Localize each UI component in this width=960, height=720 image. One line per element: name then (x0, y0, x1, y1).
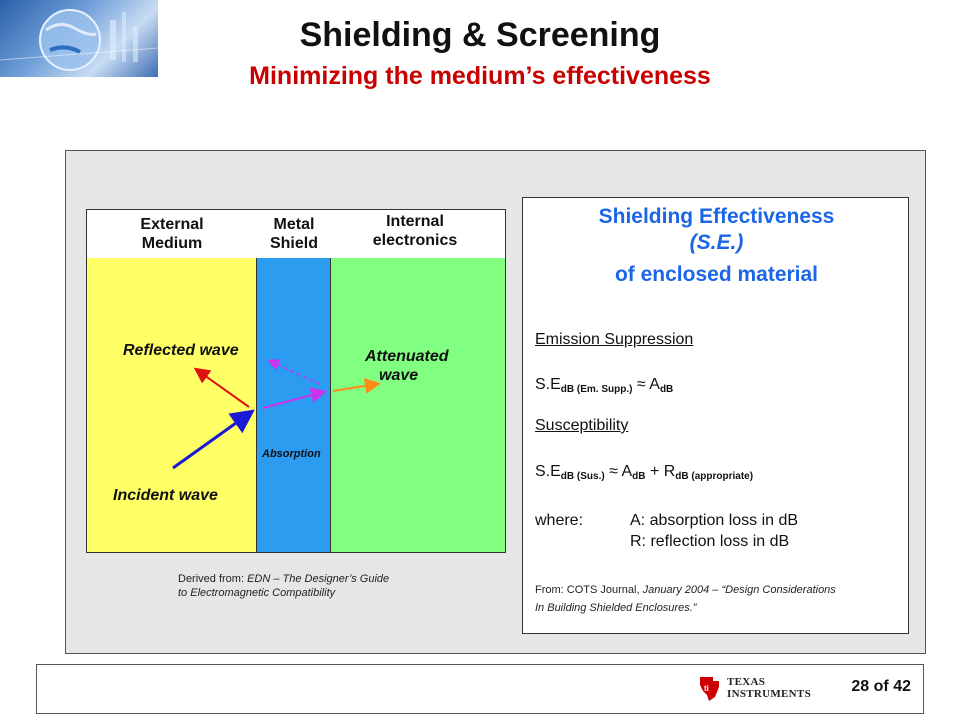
source-citation: From: COTS Journal, January 2004 – “Desi… (535, 581, 905, 617)
wave-arrows (172, 359, 381, 470)
external-label-line2: Medium (141, 235, 203, 252)
external-medium-zone (87, 258, 257, 552)
globe-graphic (0, 9, 158, 71)
emission-a-sub: dB (659, 384, 674, 395)
ti-logo-icon: ti (700, 677, 719, 701)
slide-subtitle: Minimizing the medium’s effectiveness (249, 62, 711, 90)
absorption-label: Absorption (262, 448, 321, 460)
internal-label-line2: electronics (372, 232, 458, 249)
ti-wordmark-line2: INSTRUMENTS (727, 688, 811, 700)
where-label: where: (535, 512, 584, 529)
reflected-wave-label: Reflected wave (123, 342, 239, 359)
internal-electronics-zone (331, 258, 505, 552)
attenuated-wave-arrow (332, 377, 381, 394)
page-number: 28 of 42 (851, 678, 911, 695)
emission-se: S.E (535, 376, 561, 393)
attenuated-wave-label-line2: wave (379, 367, 419, 384)
citation-line1: January 2004 – “Design Considerations (642, 584, 836, 596)
external-medium-label: External Medium (117, 215, 227, 253)
emission-suppression-title: Emission Suppression (535, 331, 694, 348)
metal-shield-zone (257, 258, 331, 552)
external-label-line1: External (140, 216, 204, 233)
where-reflection: R: reflection loss in dB (630, 533, 790, 550)
header-globe-image (0, 0, 158, 77)
shielding-diagram: External Medium Metal Shield Internal el… (86, 209, 506, 553)
sus-r-sub: dB (appropriate) (675, 471, 754, 482)
slide-footer: ti TEXAS INSTRUMENTS 28 of 42 (36, 664, 924, 714)
reflected-wave-arrow (193, 367, 250, 408)
credit-source-line2: to Electromagnetic Compatibility (178, 587, 336, 599)
sus-a-sub: dB (632, 471, 646, 482)
emission-se-sub: dB (Em. Supp.) (560, 384, 633, 395)
emission-formula: S.EdB (Em. Supp.) ≈ AdB (535, 376, 673, 395)
susceptibility-title: Susceptibility (535, 417, 629, 434)
credit-source-line1: EDN – The Designer’s Guide (247, 573, 390, 585)
se-heading: Shielding Effectiveness (S.E.) of enclos… (523, 204, 910, 288)
citation-prefix: From: COTS Journal, (535, 584, 643, 596)
internal-reflection-arrow (267, 359, 320, 385)
slide-title: Shielding & Screening (299, 16, 661, 54)
attenuated-wave-label-line1: Attenuated (365, 348, 449, 365)
sus-se: S.E (535, 463, 561, 480)
ti-wordmark-line1: TEXAS (727, 676, 766, 688)
shielding-effectiveness-box: Shielding Effectiveness (S.E.) of enclos… (522, 197, 909, 634)
se-heading-line2: (S.E.) (689, 231, 744, 254)
svg-text:ti: ti (704, 684, 709, 693)
sus-plus-r: + R (645, 463, 676, 480)
shield-label-line2: Shield (269, 235, 318, 252)
susceptibility-formula: S.EdB (Sus.) ≈ AdB + RdB (appropriate) (535, 463, 753, 482)
sus-approx: ≈ A (604, 463, 633, 480)
ti-wordmark: TEXAS INSTRUMENTS (727, 676, 811, 700)
emission-approx: ≈ A (632, 376, 660, 393)
internal-electronics-label: Internal electronics (355, 212, 475, 250)
citation-line2: In Building Shielded Enclosures.” (535, 602, 697, 614)
diagram-credit: Derived from: EDN – The Designer’s Guide… (178, 572, 478, 600)
credit-prefix: Derived from: (178, 573, 248, 585)
incident-wave-arrow (172, 409, 255, 470)
absorbed-wave-arrow (262, 387, 327, 409)
incident-wave-label: Incident wave (113, 487, 218, 504)
se-heading-line3: of enclosed material (614, 263, 819, 286)
metal-shield-label: Metal Shield (252, 215, 336, 253)
where-absorption: A: absorption loss in dB (630, 512, 799, 529)
shield-label-line1: Metal (273, 216, 315, 233)
sus-se-sub: dB (Sus.) (560, 471, 605, 482)
internal-label-line1: Internal (386, 213, 444, 230)
se-heading-line1: Shielding Effectiveness (598, 205, 835, 228)
